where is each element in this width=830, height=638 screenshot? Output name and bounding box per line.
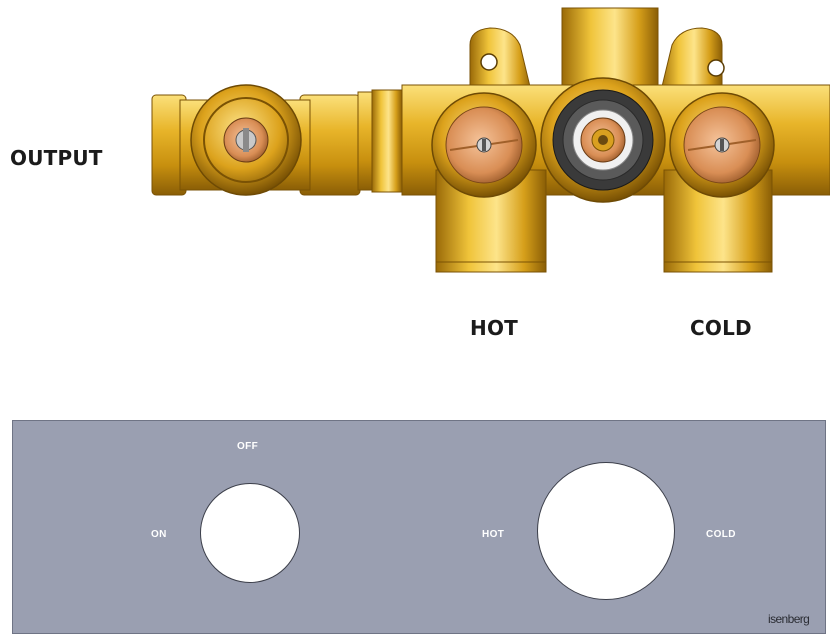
plate-off-label: OFF — [237, 441, 259, 452]
thermostatic-valve-body: OUTPUT HOT COLD — [10, 7, 830, 340]
plate-cold-label: COLD — [706, 529, 736, 540]
output-label: OUTPUT — [10, 146, 103, 170]
plate-hot-label: HOT — [482, 529, 505, 540]
hot-inlet-boss — [431, 92, 537, 198]
cold-label: COLD — [690, 316, 752, 340]
valve-illustration — [151, 7, 830, 273]
thermostatic-hole — [537, 462, 675, 600]
diverter-hole — [200, 483, 300, 583]
center-diverter-cartridge — [540, 77, 666, 203]
plate-on-label: ON — [151, 529, 167, 540]
output-outlet — [151, 84, 361, 196]
trim-plate: OFF ON HOT COLD isenberg — [12, 420, 826, 634]
cold-inlet-boss — [669, 92, 775, 198]
hot-label: HOT — [470, 316, 518, 340]
brand-logo: isenberg — [768, 612, 810, 626]
